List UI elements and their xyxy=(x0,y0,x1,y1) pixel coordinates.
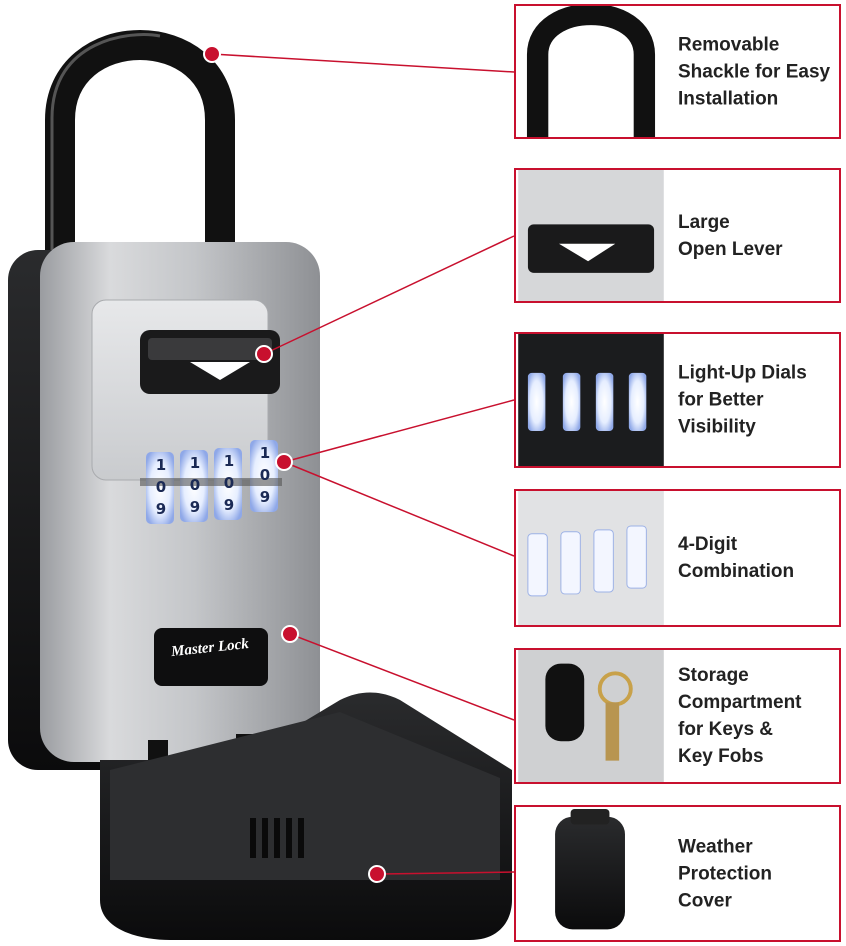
callout-storage: Storage Compartment for Keys & Key Fobs xyxy=(514,648,841,784)
dial-digit: 0 xyxy=(223,474,235,492)
callout-shackle: Removable Shackle for Easy Installation xyxy=(514,4,841,139)
marker-lever xyxy=(255,345,273,363)
marker-cover xyxy=(368,865,386,883)
feature-label: Light-Up Dials for Better Visibility xyxy=(678,362,807,438)
dial-digit: 9 xyxy=(223,496,235,514)
feature-label: Removable Shackle for Easy Installation xyxy=(678,34,831,109)
cover-thumbnail xyxy=(518,807,664,940)
callout-lever: Large Open Lever xyxy=(514,168,841,303)
dial-digit: 1 xyxy=(155,456,167,474)
marker-dials xyxy=(275,453,293,471)
dial-digit: 1 xyxy=(189,454,201,472)
shackle xyxy=(45,30,235,315)
dial-digit: 1 xyxy=(259,444,271,462)
callout-dials: Light-Up Dials for Better Visibility xyxy=(514,332,841,468)
combination-dials xyxy=(140,440,282,524)
feature-label: Weather Protection Cover xyxy=(678,836,772,911)
dial-digits: 1 0 9 1 0 9 1 0 9 1 0 9 xyxy=(146,444,286,526)
feature-label: Storage Compartment for Keys & Key Fobs xyxy=(678,665,802,767)
callout-cover: Weather Protection Cover xyxy=(514,805,841,942)
dial-digit: 9 xyxy=(155,500,167,518)
shackle-thumbnail xyxy=(526,6,656,137)
storage-thumbnail xyxy=(518,650,664,782)
lever-thumbnail xyxy=(518,170,664,301)
combination-thumbnail xyxy=(518,491,664,625)
dial-digit: 9 xyxy=(259,488,271,506)
dial-digit: 1 xyxy=(223,452,235,470)
feature-label: Large Open Lever xyxy=(678,211,783,260)
feature-label: 4-Digit Combination xyxy=(678,534,795,582)
callout-combination: 4-Digit Combination xyxy=(514,489,841,627)
dial-digit: 0 xyxy=(259,466,271,484)
dial-digit: 9 xyxy=(189,498,201,516)
dial-digit: 0 xyxy=(189,476,201,494)
dial-digit: 0 xyxy=(155,478,167,496)
marker-shackle xyxy=(203,45,221,63)
dials-thumbnail xyxy=(518,334,664,466)
marker-storage xyxy=(281,625,299,643)
brand-plate xyxy=(154,628,268,686)
